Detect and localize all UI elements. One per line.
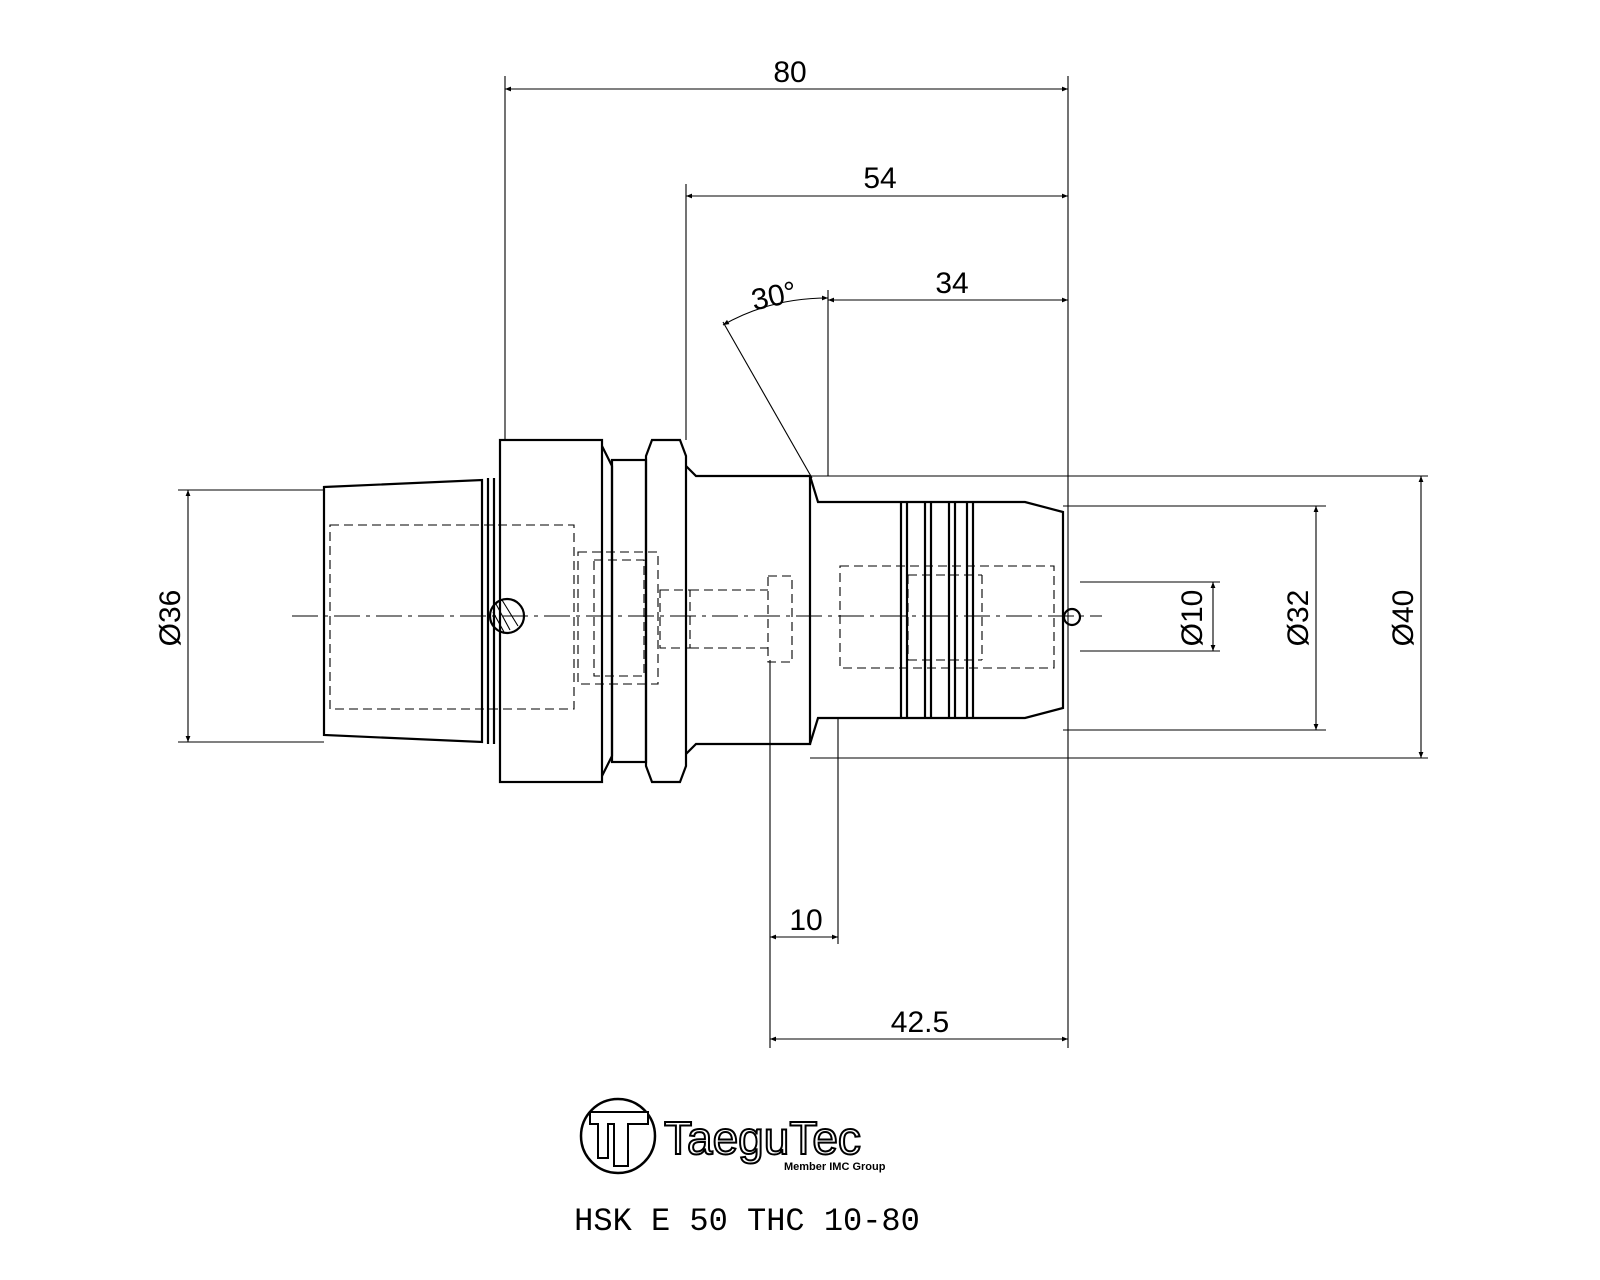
dim-label-10: 10 — [789, 904, 822, 937]
hidden-lines — [329, 524, 1055, 710]
shrink-nose — [838, 500, 1065, 720]
dim-label-dia32: Ø32 — [1282, 590, 1315, 647]
hsk-taper-shank — [322, 478, 484, 744]
dim-label-dia40: Ø40 — [1387, 590, 1420, 647]
main-body — [685, 465, 812, 755]
tip-hole — [1062, 607, 1082, 627]
dim-label-dia10: Ø10 — [1176, 590, 1209, 647]
logo-brand-text: TaeguTec — [664, 1112, 861, 1164]
chamfer — [808, 475, 838, 745]
tool-holder-outline — [322, 438, 1082, 784]
dim-label-42-5: 42.5 — [891, 1006, 949, 1039]
extension-lines — [178, 76, 1428, 1048]
logo-tagline: Member IMC Group — [784, 1161, 886, 1173]
flange — [498, 438, 604, 784]
dim-label-dia36: Ø36 — [154, 590, 187, 647]
logo-t-icon — [589, 1111, 649, 1167]
drawing-title: HSK E 50 THC 10-80 — [574, 1203, 920, 1240]
collar — [644, 438, 688, 784]
taegutec-logo: TaeguTec Member IMC Group — [579, 1097, 886, 1175]
dim-label-80: 80 — [773, 56, 806, 89]
logo-circle-icon — [579, 1097, 657, 1175]
groove — [610, 458, 648, 764]
dimension-lines — [185, 86, 1424, 1042]
dim-label-54: 54 — [863, 162, 896, 195]
dim-label-angle: 30° — [748, 276, 799, 318]
dim-arc-30 — [722, 295, 829, 326]
dimension-labels: 80 54 34 30° 10 42.5 Ø36 Ø10 Ø32 Ø40 — [154, 56, 1420, 1039]
dim-label-34: 34 — [935, 267, 968, 300]
